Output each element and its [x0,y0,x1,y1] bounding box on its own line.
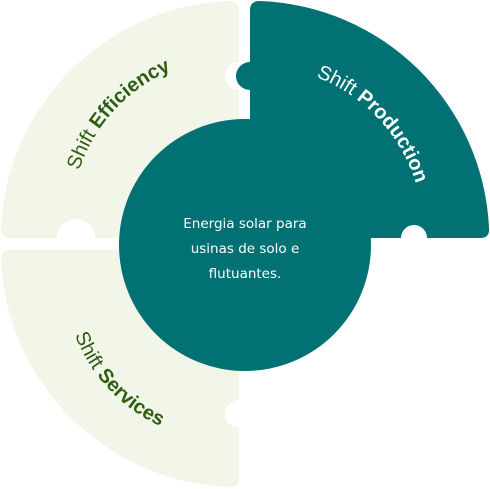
center-circle [119,119,371,371]
center-line-1: Energia solar para [183,216,307,232]
center-description: Energia solar para usinas de solo e flut… [160,212,330,287]
center-line-3: flutuantes. [208,266,282,282]
center-line-2: usinas de solo e [190,241,300,257]
